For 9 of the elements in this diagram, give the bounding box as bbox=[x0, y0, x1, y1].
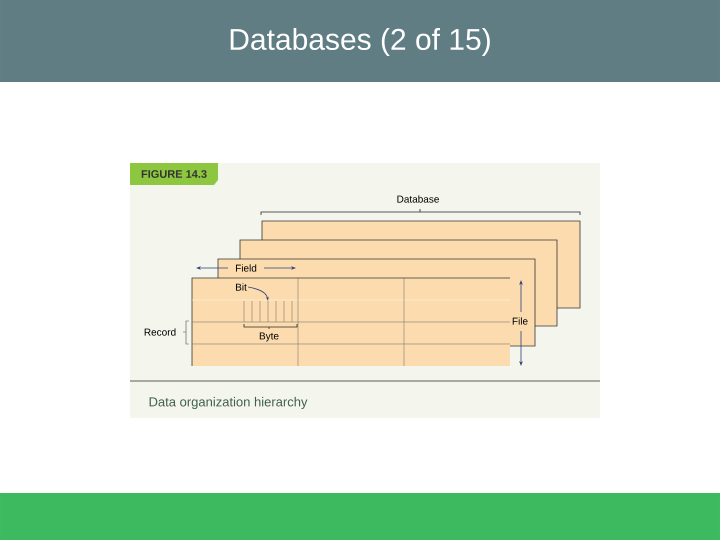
label: Bit bbox=[236, 283, 247, 291]
label: File bbox=[512, 317, 528, 325]
label: Field bbox=[236, 264, 256, 272]
label: Byte bbox=[260, 332, 279, 342]
label: Database bbox=[397, 195, 439, 203]
title: Databases (2 of 15) bbox=[230, 28, 490, 56]
caption: Data organization hierarchy bbox=[150, 396, 308, 410]
figure-tag: FIGURE 14.3 bbox=[130, 163, 218, 185]
label: Record bbox=[144, 328, 176, 336]
